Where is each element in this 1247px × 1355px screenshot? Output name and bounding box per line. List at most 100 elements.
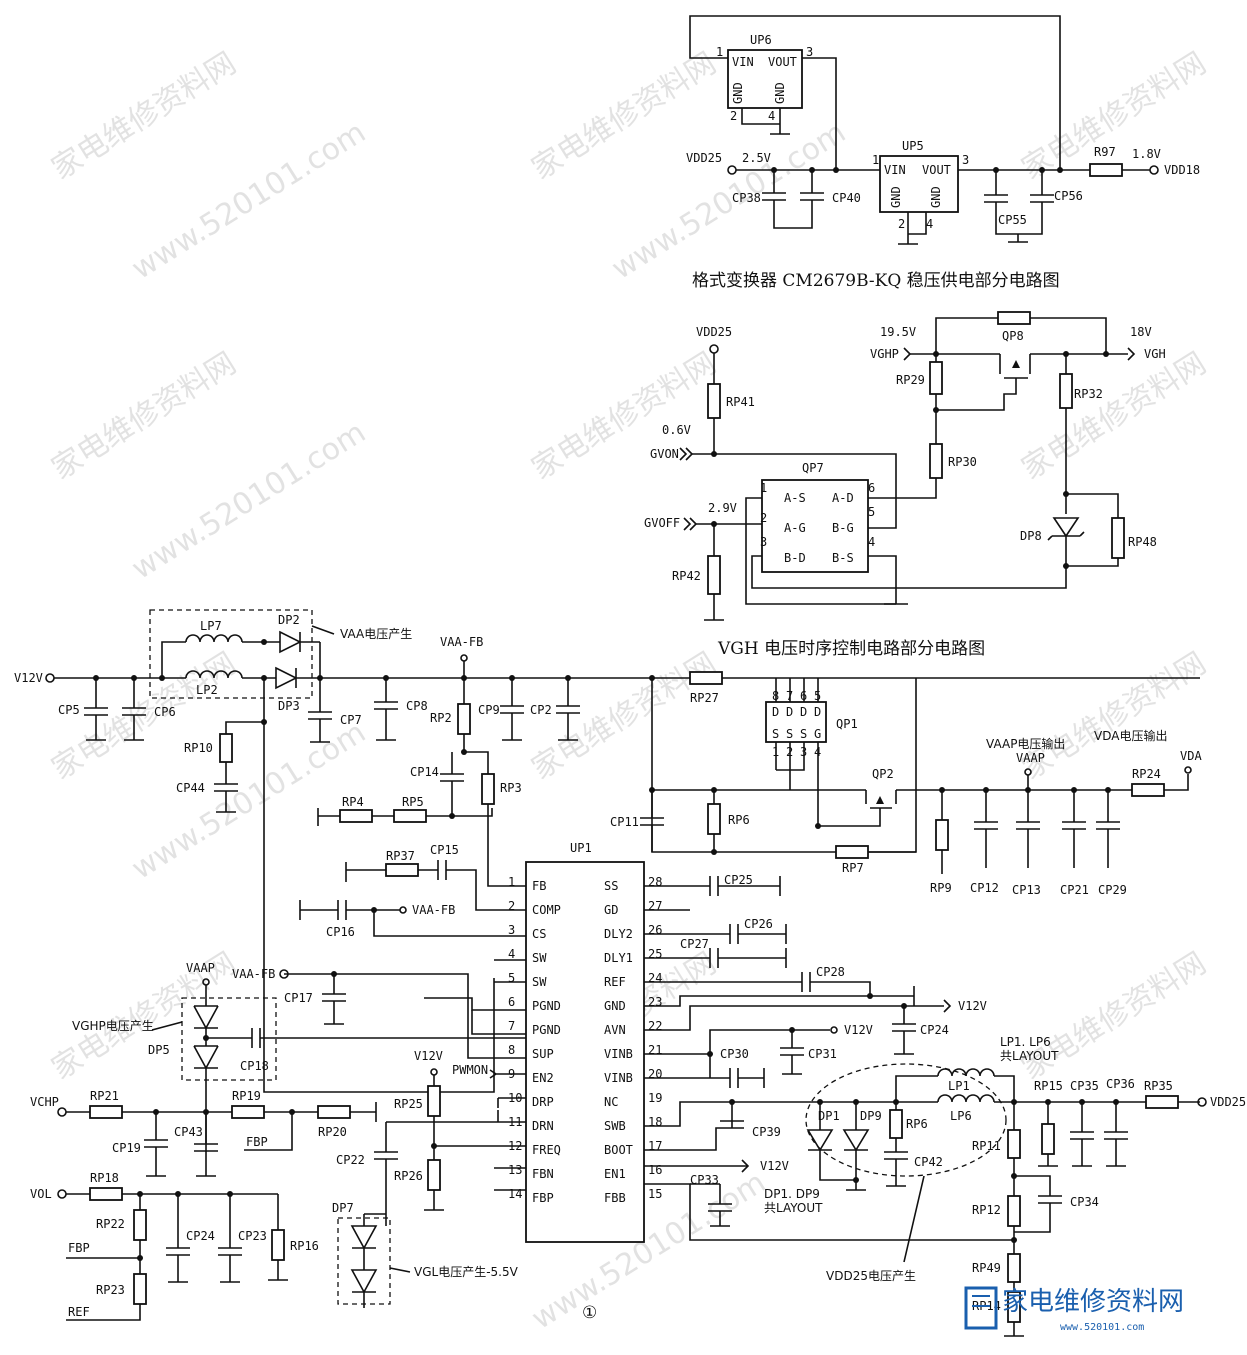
rp12-label: RP12 bbox=[972, 1203, 1001, 1217]
rp32-label: RP32 bbox=[1074, 387, 1103, 401]
cp11-capacitor bbox=[640, 790, 664, 852]
qp7-num: 4 bbox=[868, 535, 875, 549]
qp7-num: 2 bbox=[760, 511, 767, 525]
rp7-label: RP7 bbox=[842, 861, 864, 875]
net-v12v-r1: V12V bbox=[958, 999, 987, 1013]
lp1-label: LP1 bbox=[948, 1079, 970, 1093]
cp28-label: CP28 bbox=[816, 965, 845, 979]
wire bbox=[161, 641, 264, 678]
net-vda: VDA bbox=[1180, 749, 1202, 763]
cp8-capacitor bbox=[374, 678, 398, 741]
qp7-pin-as: A-S bbox=[784, 491, 806, 505]
up1-pin-number: 16 bbox=[648, 1163, 662, 1177]
up5-pin2: 2 bbox=[898, 217, 905, 231]
watermark-text: 家电维修资料网 bbox=[46, 346, 243, 487]
vaa-gen-box bbox=[149, 609, 313, 699]
rp35-resistor bbox=[1145, 1095, 1179, 1109]
watermark-url: www.520101.com bbox=[126, 415, 372, 587]
net-2v5: 2.5V bbox=[742, 151, 771, 165]
caption-vgh: VGH 电压时序控制电路部分电路图 bbox=[717, 639, 985, 659]
arrow-out bbox=[1127, 347, 1136, 361]
terminal bbox=[727, 165, 737, 175]
rp23-label: RP23 bbox=[96, 1283, 125, 1297]
cp5-capacitor bbox=[84, 678, 108, 741]
cp35-label: CP35 bbox=[1070, 1079, 1099, 1093]
up1-pin-number: 8 bbox=[508, 1043, 515, 1057]
rp3-label: RP3 bbox=[500, 781, 522, 795]
wire bbox=[745, 497, 896, 605]
up1-pin-number: 20 bbox=[648, 1067, 662, 1081]
terminal bbox=[57, 1107, 67, 1117]
cp13-capacitor bbox=[1016, 790, 1040, 868]
rp2-resistor bbox=[457, 703, 471, 735]
dp1-label: DP1 bbox=[818, 1109, 840, 1123]
qp7-ic bbox=[761, 479, 869, 573]
cp11-label: CP11 bbox=[610, 815, 639, 829]
rp6-b-label: RP6 bbox=[906, 1117, 928, 1131]
arrow-out bbox=[741, 1159, 750, 1173]
note-vghp-gen: VGHP电压产生 bbox=[72, 1019, 154, 1033]
cp25-wiring bbox=[644, 876, 781, 896]
cp2-capacitor bbox=[556, 678, 580, 741]
up6-pin3: 3 bbox=[806, 45, 813, 59]
rp35-label: RP35 bbox=[1144, 1079, 1173, 1093]
wire bbox=[644, 1005, 944, 1031]
cp6-capacitor bbox=[122, 678, 146, 741]
wire bbox=[775, 742, 819, 826]
rp6-label: RP6 bbox=[728, 813, 750, 827]
net-v12v-mid: V12V bbox=[414, 1049, 443, 1063]
rp5-label: RP5 bbox=[402, 795, 424, 809]
cp19-capacitor bbox=[144, 1112, 168, 1177]
up1-pin-number: 21 bbox=[648, 1043, 662, 1057]
up1-pin-name: VINB bbox=[604, 1071, 633, 1085]
dp5-label: DP5 bbox=[148, 1043, 170, 1057]
up1-pin-number: 18 bbox=[648, 1115, 662, 1129]
rp4-label: RP4 bbox=[342, 795, 364, 809]
wire bbox=[487, 804, 526, 887]
up6-vin: VIN bbox=[732, 55, 754, 69]
up1-pin-number: 3 bbox=[508, 923, 515, 937]
qp7-num: 5 bbox=[868, 505, 875, 519]
up1-pin-name: DLY1 bbox=[604, 951, 633, 965]
rp41-resistor bbox=[707, 383, 721, 419]
wire bbox=[299, 900, 526, 937]
ground-symbol bbox=[1004, 1322, 1024, 1337]
wire bbox=[644, 1183, 1012, 1241]
net-vaa-fb-2: VAA-FB bbox=[412, 903, 455, 917]
wire bbox=[1164, 774, 1189, 791]
wire bbox=[494, 959, 526, 983]
rp9-label: RP9 bbox=[930, 881, 952, 895]
cp15-label: CP15 bbox=[430, 843, 459, 857]
cp33-label: CP33 bbox=[690, 1173, 719, 1187]
up1-pin-name: GND bbox=[604, 999, 626, 1013]
up1-pin-number: 22 bbox=[648, 1019, 662, 1033]
up1-pin-number: 27 bbox=[648, 899, 662, 913]
net-19v5: 19.5V bbox=[880, 325, 916, 339]
wire bbox=[895, 1075, 1200, 1103]
rp18-label: RP18 bbox=[90, 1171, 119, 1185]
up6-pin4: 4 bbox=[768, 109, 775, 123]
up1-pin-name: COMP bbox=[532, 903, 561, 917]
leader bbox=[311, 625, 335, 635]
net-pwmon: PWMON bbox=[452, 1063, 488, 1077]
net-ref: REF bbox=[68, 1305, 90, 1319]
zener-dp8 bbox=[1047, 408, 1119, 567]
rp41-label: RP41 bbox=[726, 395, 755, 409]
rp9-resistor bbox=[935, 819, 949, 851]
capacitor-pair bbox=[984, 170, 1054, 243]
cp18-wiring bbox=[206, 1028, 526, 1048]
cp27-wiring bbox=[644, 948, 787, 968]
qp7-label: QP7 bbox=[802, 461, 824, 475]
rp20-resistor bbox=[317, 1105, 351, 1119]
net-v12v-r3: V12V bbox=[760, 1159, 789, 1173]
qp7-num: 6 bbox=[868, 481, 875, 495]
up1-pin-name: REF bbox=[604, 975, 626, 989]
watermark-text: 家电维修资料网 bbox=[46, 46, 243, 187]
rp10-resistor bbox=[219, 733, 233, 763]
r97-resistor bbox=[1089, 163, 1123, 177]
note-lp: LP1. LP6 bbox=[1000, 1035, 1051, 1049]
cp31-label: CP31 bbox=[808, 1047, 837, 1061]
cp21-label: CP21 bbox=[1060, 883, 1089, 897]
up1-pin-name: FREQ bbox=[532, 1143, 561, 1157]
